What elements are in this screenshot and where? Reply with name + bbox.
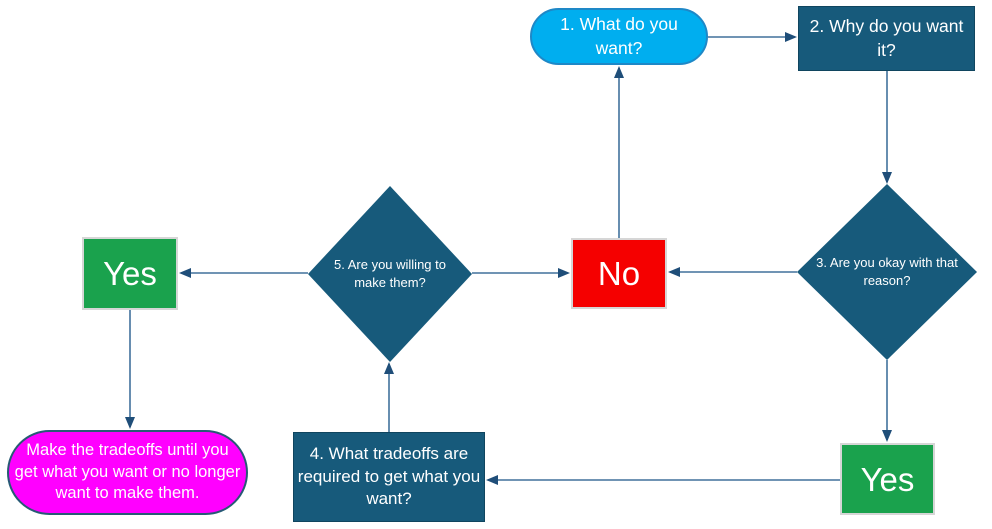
node-label: 2. Why do you want it?: [809, 16, 964, 60]
node-answer-no: No: [571, 238, 667, 309]
node-what-tradeoffs-required: 4. What tradeoffs are required to get wh…: [293, 432, 485, 522]
node-label: 5. Are you willing to make them?: [333, 256, 446, 290]
node-outcome-make-the-tradeoffs: Make the tradeoffs until you get what yo…: [7, 430, 248, 515]
node-label: 4. What tradeoffs are required to get wh…: [297, 444, 481, 509]
node-label: No: [597, 255, 641, 292]
node-answer-yes-right: Yes: [840, 443, 935, 515]
node-start-what-do-you-want: 1. What do you want?: [530, 8, 708, 65]
node-label: Yes: [103, 255, 157, 292]
node-label: Yes: [860, 460, 915, 498]
node-answer-yes-left: Yes: [82, 237, 178, 310]
node-why-do-you-want-it: 2. Why do you want it?: [798, 6, 975, 71]
node-label: Make the tradeoffs until you get what yo…: [14, 440, 241, 503]
node-label: 1. What do you want?: [560, 13, 678, 58]
node-label: 3. Are you okay with that reason?: [816, 254, 958, 288]
